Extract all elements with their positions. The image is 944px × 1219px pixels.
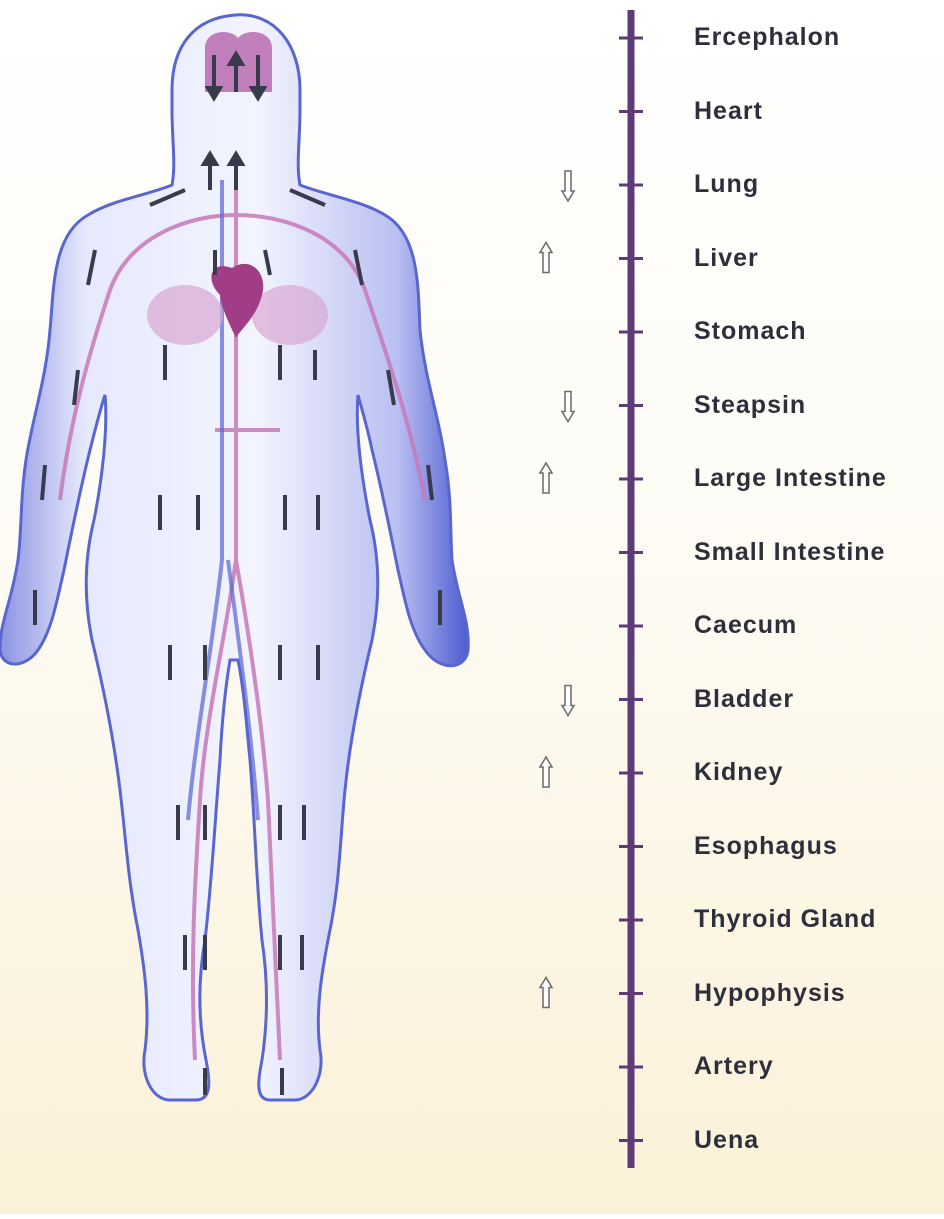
- organ-label-14: Artery: [694, 1052, 774, 1081]
- organ-label-8: Caecum: [694, 611, 797, 640]
- down-arrow-icon: [562, 392, 574, 422]
- organ-label-5: Steapsin: [694, 391, 806, 420]
- organ-label-12: Thyroid Gland: [694, 905, 876, 934]
- up-arrow-icon: [540, 463, 552, 493]
- human-body-figure: [0, 0, 510, 1214]
- organ-label-4: Stomach: [694, 317, 807, 346]
- organ-label-2: Lung: [694, 170, 759, 199]
- organ-label-9: Bladder: [694, 685, 794, 714]
- organ-scale: ErcephalonHeartLungLiverStomachSteapsinL…: [510, 0, 944, 1214]
- organ-label-0: Ercephalon: [694, 23, 840, 52]
- organ-label-7: Small Intestine: [694, 538, 885, 567]
- organ-label-3: Liver: [694, 244, 759, 273]
- organ-label-6: Large Intestine: [694, 464, 887, 493]
- down-arrow-icon: [562, 686, 574, 716]
- organ-label-13: Hypophysis: [694, 979, 846, 1008]
- organ-label-10: Kidney: [694, 758, 783, 787]
- up-arrow-icon: [540, 757, 552, 787]
- organ-label-1: Heart: [694, 97, 763, 126]
- up-arrow-icon: [540, 978, 552, 1008]
- down-arrow-icon: [562, 171, 574, 201]
- organ-label-15: Uena: [694, 1126, 759, 1155]
- up-arrow-icon: [540, 243, 552, 273]
- organ-label-11: Esophagus: [694, 832, 838, 861]
